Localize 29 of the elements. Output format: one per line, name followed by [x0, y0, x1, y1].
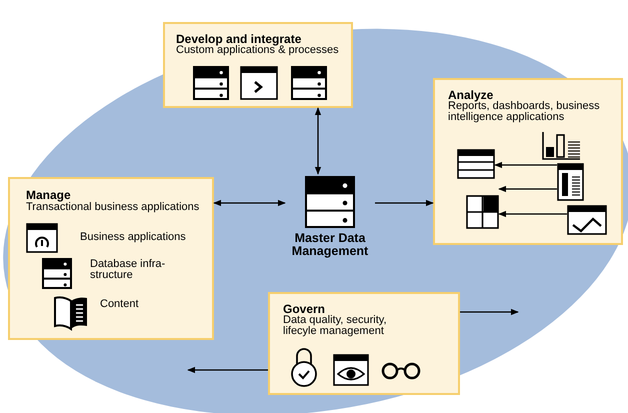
arrow	[314, 107, 322, 175]
table-icon	[457, 149, 495, 179]
arrow	[498, 186, 557, 192]
arrow	[213, 200, 286, 206]
item-label: Content	[100, 299, 140, 310]
panel-subtitle: Data quality, security, lifecyle management	[283, 315, 388, 337]
arrow	[494, 162, 557, 168]
panel-heading: Develop and integrate	[176, 32, 302, 46]
category-panel	[268, 292, 460, 395]
category-panel	[8, 177, 214, 340]
arrow	[460, 308, 519, 316]
item-label: Business applications	[80, 232, 187, 243]
grid-icon	[466, 195, 499, 229]
bar-chart-icon	[542, 132, 580, 160]
category-panel	[163, 22, 353, 108]
node-label: Master Data Management	[290, 232, 370, 258]
report-icon	[557, 163, 584, 201]
panel-heading: Manage	[26, 188, 71, 202]
panel-subtitle: Reports, dashboards, business intelligence applications	[448, 101, 601, 123]
panel-subtitle: Custom applications & processes	[176, 45, 340, 56]
arrow	[187, 366, 268, 374]
panel-subtitle: Transactional business applications	[26, 202, 200, 213]
arrow	[375, 200, 434, 206]
panel-heading: Analyze	[448, 88, 494, 102]
panel-heading: Govern	[283, 302, 326, 316]
item-label: Database infra- structure	[90, 259, 166, 281]
category-panel	[433, 78, 623, 245]
arrow	[498, 210, 567, 218]
line-chart-window-icon	[567, 205, 607, 235]
